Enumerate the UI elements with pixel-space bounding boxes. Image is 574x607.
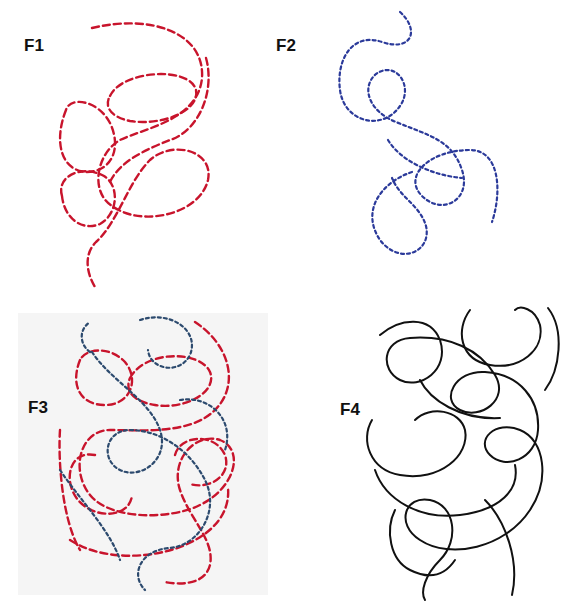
panel-label: F3 (28, 398, 48, 418)
blue-fiber (339, 12, 497, 254)
panel-ground (18, 313, 268, 595)
blue-fiber (60, 317, 227, 590)
panel-label: F2 (276, 36, 296, 56)
red-fiber (60, 322, 234, 583)
black-fiber (367, 308, 559, 600)
red-fiber (60, 23, 209, 287)
panel-label: F4 (340, 400, 360, 420)
panel-label: F1 (24, 36, 44, 56)
